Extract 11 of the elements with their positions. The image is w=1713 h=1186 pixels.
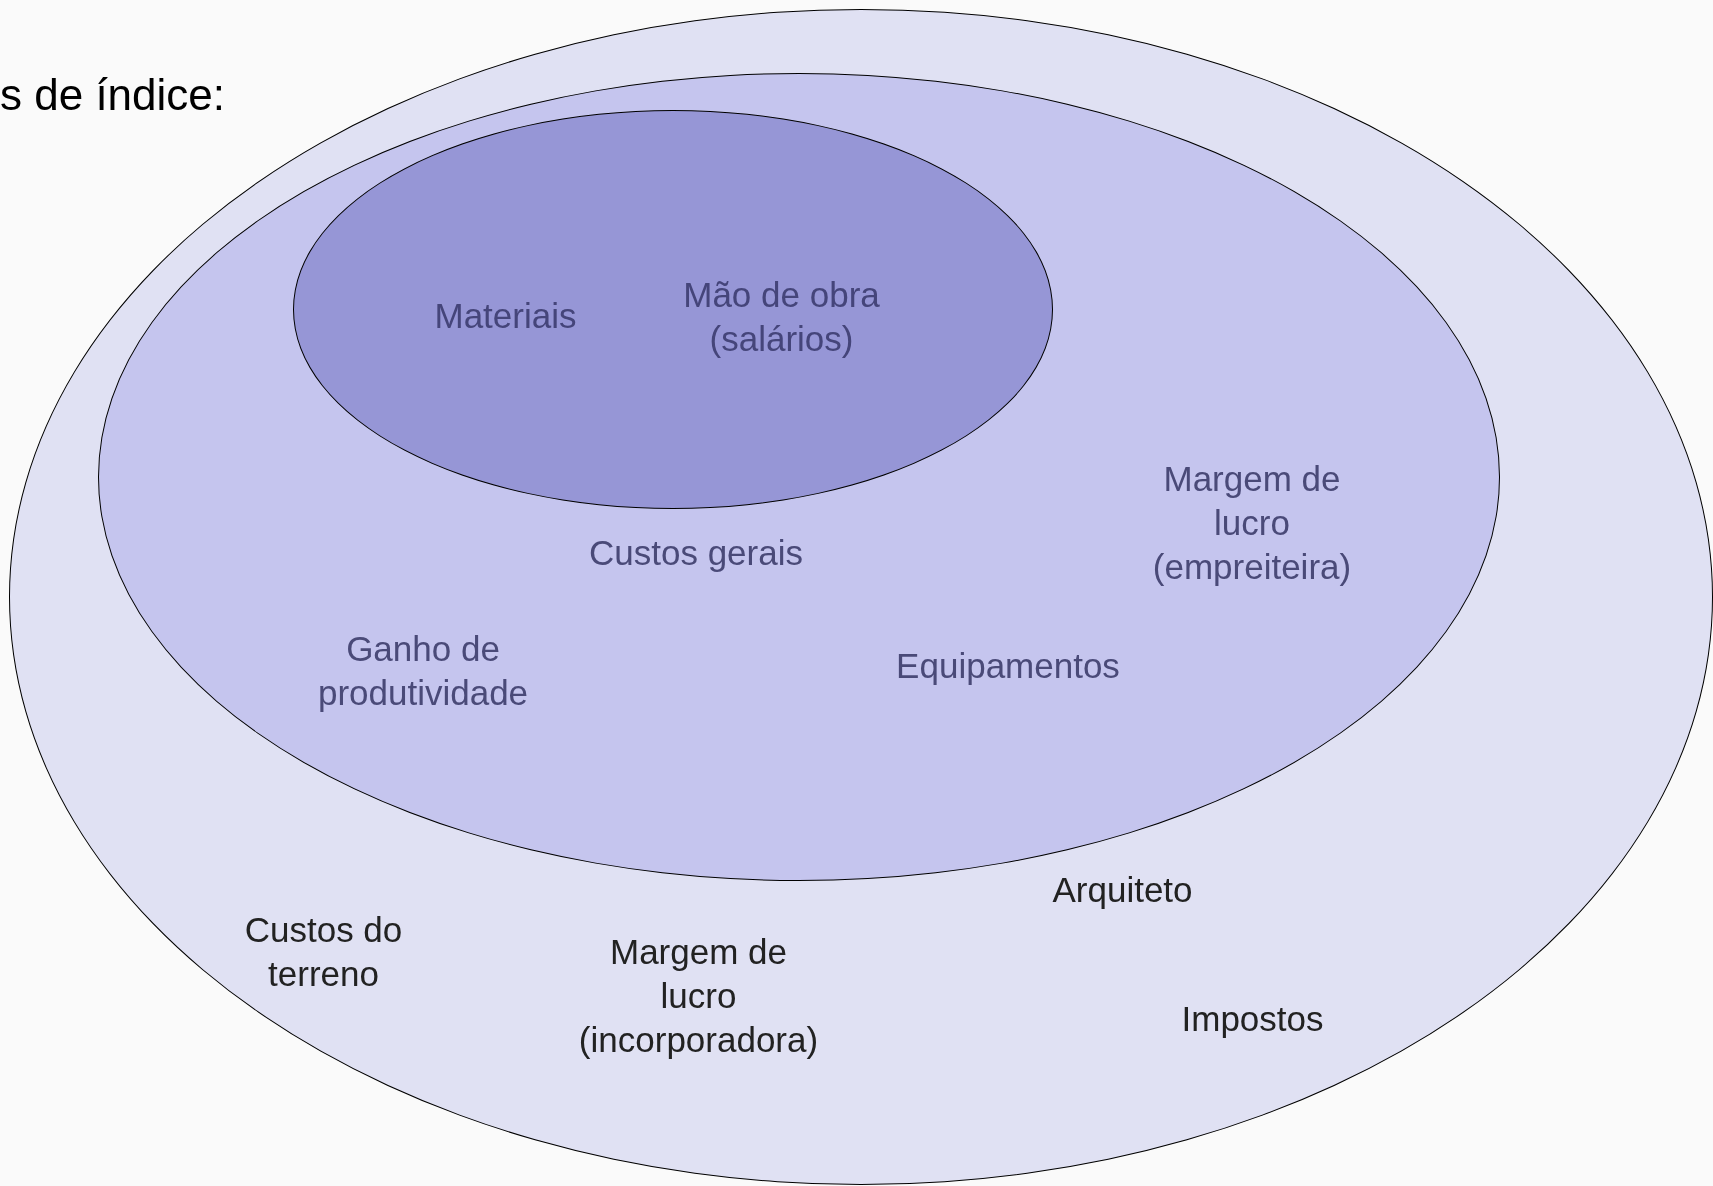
ellipse-label: Mão de obra (salários) xyxy=(682,273,881,360)
ellipse-label: Ganho de produtividade xyxy=(316,628,530,714)
ellipse-label: Custos gerais xyxy=(588,532,804,574)
ellipse-label: Custos do terreno xyxy=(243,908,404,995)
ellipse-label: Arquiteto xyxy=(1051,868,1194,911)
ellipse-label: Impostos xyxy=(1180,997,1325,1040)
ellipse-label: Margem de lucro (empreiteira) xyxy=(1151,458,1353,588)
ellipse-label: Materiais xyxy=(433,294,578,337)
ellipse-label: Margem de lucro (incorporadora) xyxy=(577,930,820,1061)
title: s de índice: xyxy=(0,70,226,120)
ellipse-label: Equipamentos xyxy=(895,645,1121,687)
